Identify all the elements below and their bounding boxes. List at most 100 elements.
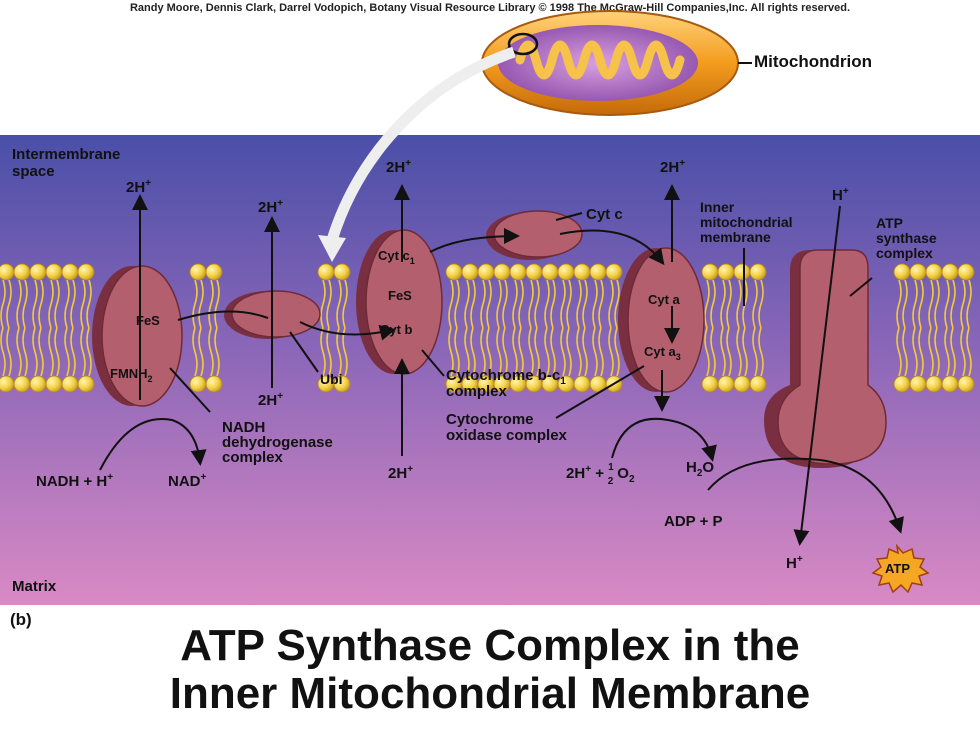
lipid-head [925, 375, 943, 393]
cytochrome-oxidase-complex [618, 247, 705, 393]
lipid-head [61, 263, 79, 281]
lipid-tail [32, 279, 44, 377]
lipid-tail [48, 279, 60, 377]
lipid-head [189, 263, 207, 281]
title-line-2: Inner Mitochondrial Membrane [169, 669, 811, 718]
ubiquinone-shape [224, 290, 321, 339]
lipid-head [509, 263, 527, 281]
lipid-head [957, 375, 975, 393]
lipid-bilayer [0, 263, 975, 393]
lipid-tail [544, 279, 556, 377]
lipid-tail [960, 279, 972, 377]
lipid-head [0, 375, 15, 393]
lipid-head [749, 375, 767, 393]
adp-label: ADP + P [664, 513, 723, 530]
water-label: H2O [686, 459, 714, 479]
lipid-tail [64, 279, 76, 377]
lipid-head [477, 263, 495, 281]
lipid-tail [448, 279, 460, 377]
lipid-head [29, 375, 47, 393]
lipid-head [557, 263, 575, 281]
lipid-head [941, 375, 959, 393]
title-line-1: ATP Synthase Complex in the [180, 621, 800, 670]
lipid-head [77, 375, 95, 393]
lipid-head [189, 375, 207, 393]
lipid-tail [80, 279, 92, 377]
lipid-head [909, 375, 927, 393]
lipid-head [573, 263, 591, 281]
lipid-tail [928, 279, 940, 377]
lipid-head [925, 263, 943, 281]
lipid-head [909, 263, 927, 281]
fmnh2-label: FMNH2 [110, 366, 153, 384]
lipid-tail [320, 279, 332, 377]
lipid-tail [752, 279, 764, 377]
lipid-head [493, 263, 511, 281]
nad-label: NAD+ [168, 472, 207, 490]
cytochrome-c-shape [486, 210, 583, 260]
lipid-head [749, 263, 767, 281]
ubi-label: Ubi [320, 371, 343, 387]
fes-label-1: FeS [136, 313, 160, 328]
lipid-tail [0, 279, 12, 377]
lipid-head [893, 263, 911, 281]
lipid-head [333, 263, 351, 281]
intermembrane-label-2: space [12, 163, 55, 180]
lipid-tail [480, 279, 492, 377]
lipid-tail [528, 279, 540, 377]
lipid-head [573, 375, 591, 393]
cyt-a-label: Cyt a [648, 292, 681, 307]
lipid-tail [704, 279, 716, 377]
lipid-head [45, 375, 63, 393]
lipid-tail [560, 279, 572, 377]
lipid-head [733, 375, 751, 393]
lipid-head [605, 263, 623, 281]
lipid-head [525, 263, 543, 281]
lipid-tail [208, 279, 220, 377]
proton-label-4: 2H+ [660, 158, 685, 176]
proton-label-1: 2H+ [126, 178, 151, 196]
zoom-arrow [326, 46, 516, 242]
lipid-tail [720, 279, 732, 377]
lipid-tail [512, 279, 524, 377]
lipid-tail [944, 279, 956, 377]
lipid-tail [192, 279, 204, 377]
lipid-head [13, 375, 31, 393]
lipid-head [701, 263, 719, 281]
proton-label-6: 2H+ [258, 391, 283, 409]
lipid-head [61, 375, 79, 393]
mitochondrion-icon [481, 10, 752, 116]
atp-starburst [871, 543, 930, 594]
proton-label-8: H+ [786, 554, 803, 572]
atp-label: ATP [885, 561, 910, 576]
cyt-c-label: Cyt c [586, 206, 623, 223]
lipid-head [941, 263, 959, 281]
lipid-head [205, 263, 223, 281]
lipid-tail [336, 279, 348, 377]
lipid-tail [912, 279, 924, 377]
proton-label-7: 2H+ [388, 464, 413, 482]
lipid-head [893, 375, 911, 393]
lipid-head [717, 375, 735, 393]
mitochondrion-label: Mitochondrion [754, 52, 873, 71]
lipid-tail [592, 279, 604, 377]
lipid-head [733, 263, 751, 281]
cyt-a3-label: Cyt a3 [644, 344, 681, 362]
slide-title: ATP Synthase Complex in the Inner Mitoch… [0, 622, 980, 718]
lipid-tail [576, 279, 588, 377]
lipid-tail [608, 279, 620, 377]
matrix-label: Matrix [12, 578, 57, 595]
nadh-label: NADH + H+ [36, 472, 113, 490]
lipid-tail [496, 279, 508, 377]
proton-label-3: 2H+ [386, 158, 411, 176]
lipid-head [957, 263, 975, 281]
intermembrane-label: Intermembrane [12, 146, 120, 163]
lipid-head [317, 263, 335, 281]
zoom-arrow-head [318, 235, 346, 262]
lipid-head [701, 375, 719, 393]
